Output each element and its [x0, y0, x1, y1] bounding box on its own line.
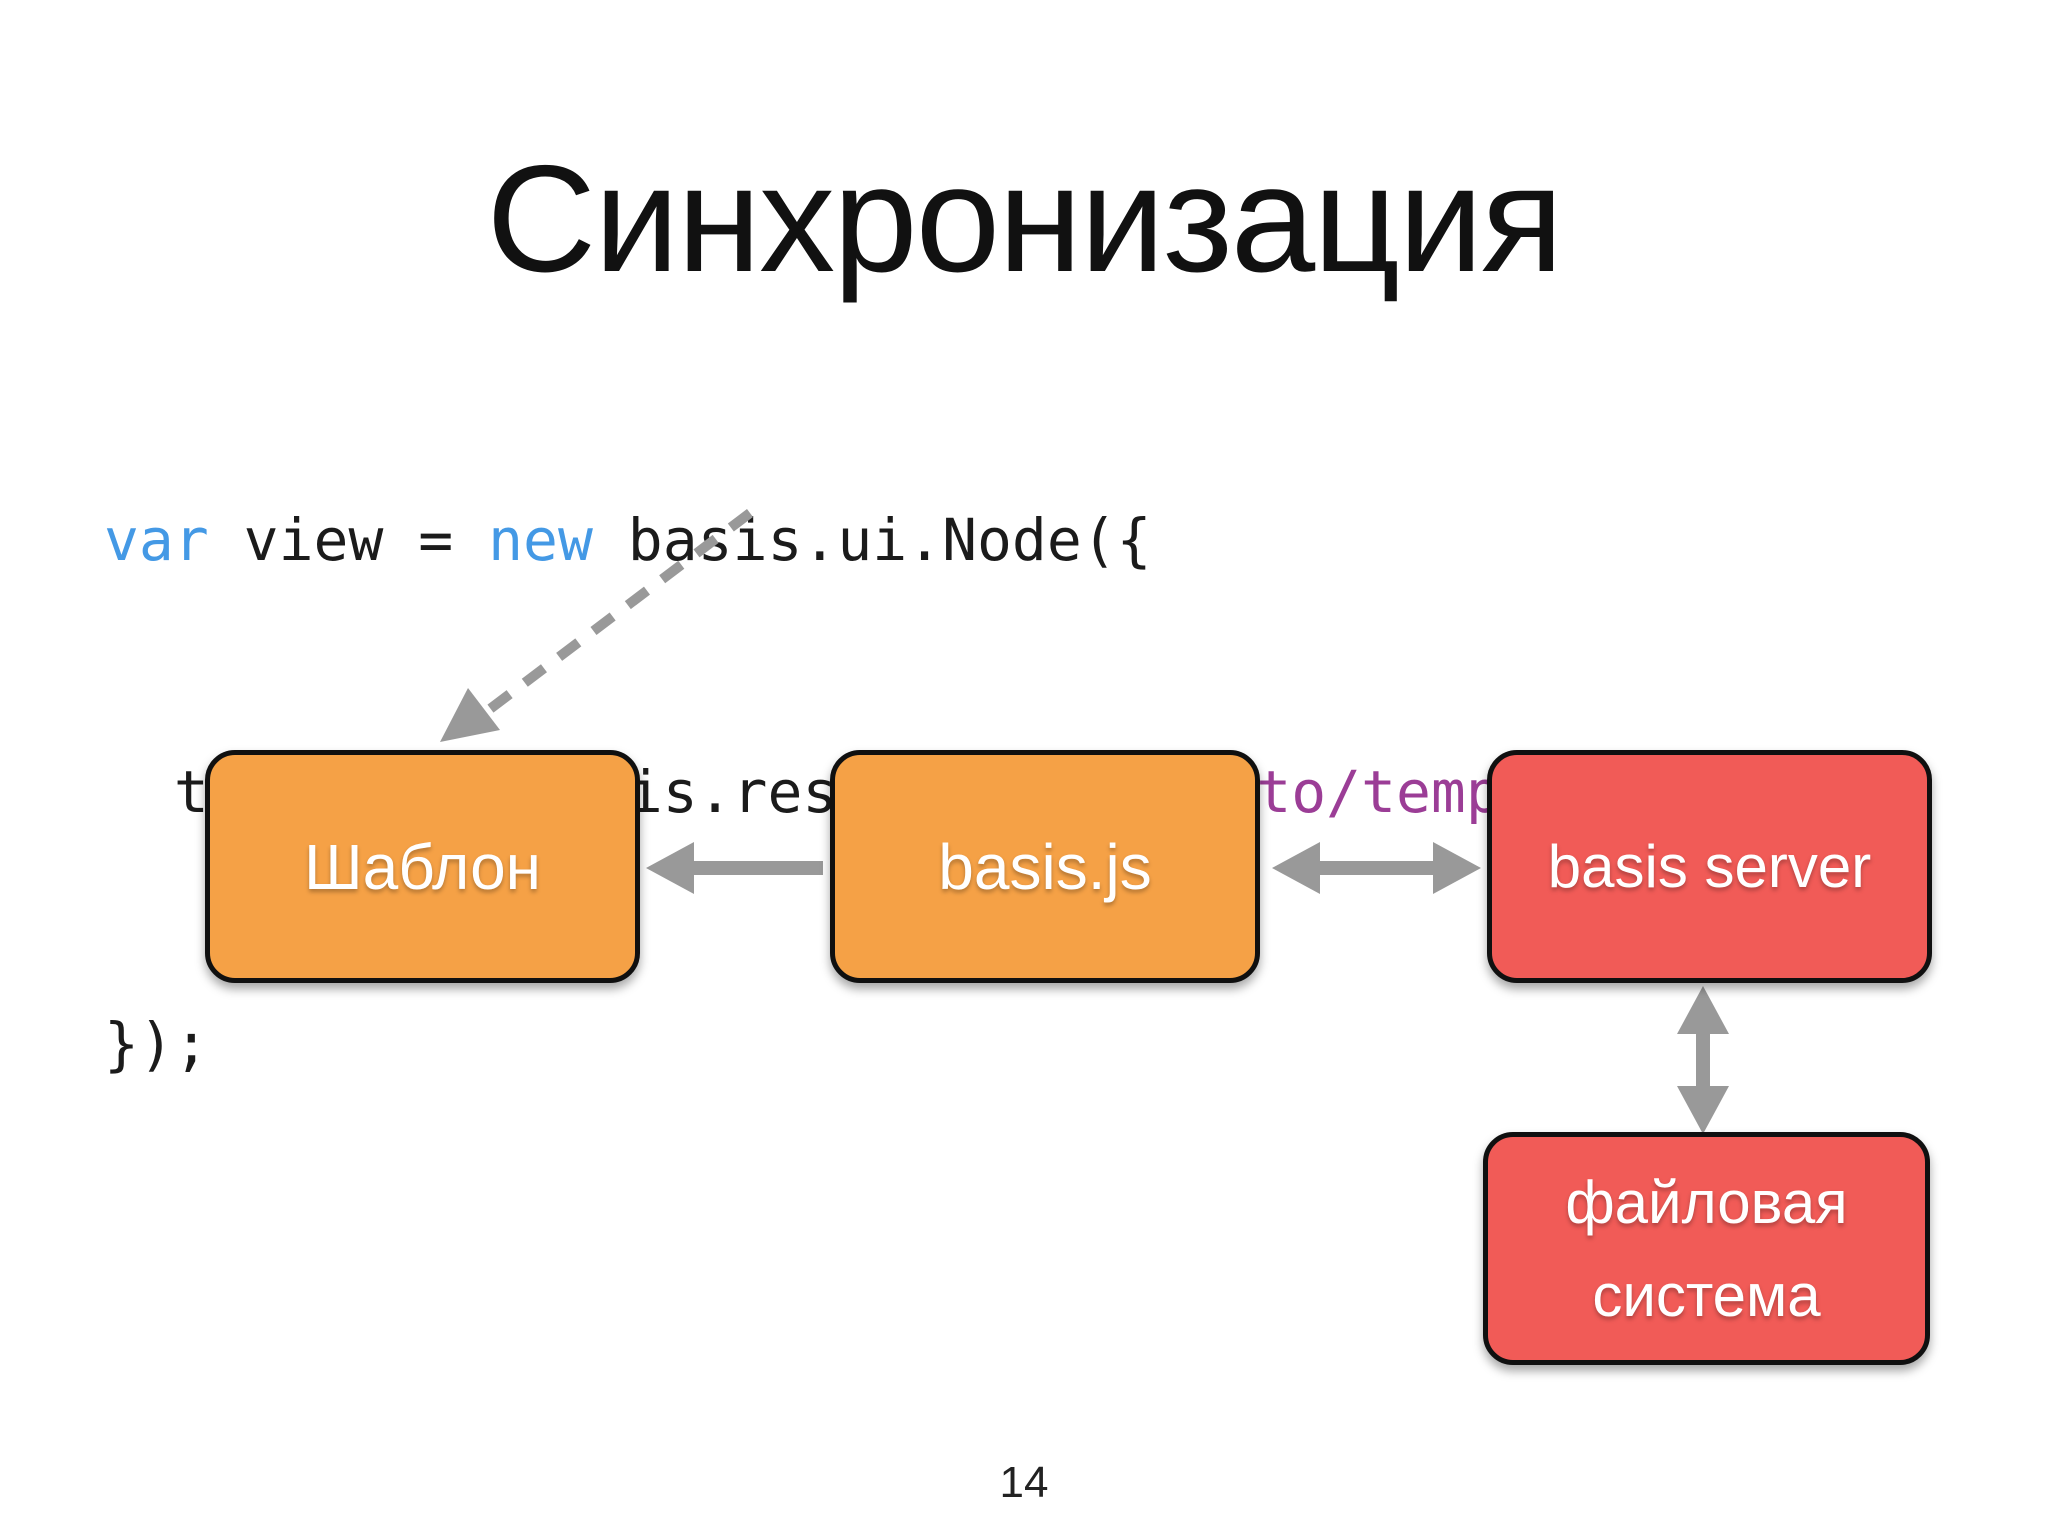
node-label: файловая система [1565, 1168, 1848, 1329]
node-basis-server: basis server [1487, 750, 1932, 983]
node-label: basis server [1547, 833, 1872, 900]
node-template: Шаблон [205, 750, 640, 983]
code-line-1: var view = new basis.ui.Node({ [104, 498, 1885, 582]
node-label: basis.js [938, 830, 1152, 903]
node-filesystem: файловая система [1483, 1132, 1930, 1365]
node-basisjs: basis.js [830, 750, 1260, 983]
keyword-new: new [488, 506, 593, 574]
code-text: basis.ui.Node({ [592, 506, 1152, 574]
keyword-var: var [104, 506, 209, 574]
page-number: 14 [999, 1458, 1049, 1507]
code-text: }); [104, 1010, 209, 1078]
node-label: Шаблон [303, 830, 542, 903]
code-line-3: }); [104, 1002, 1885, 1086]
code-text: view = [208, 506, 489, 574]
slide-title: Синхронизация [486, 133, 1563, 304]
